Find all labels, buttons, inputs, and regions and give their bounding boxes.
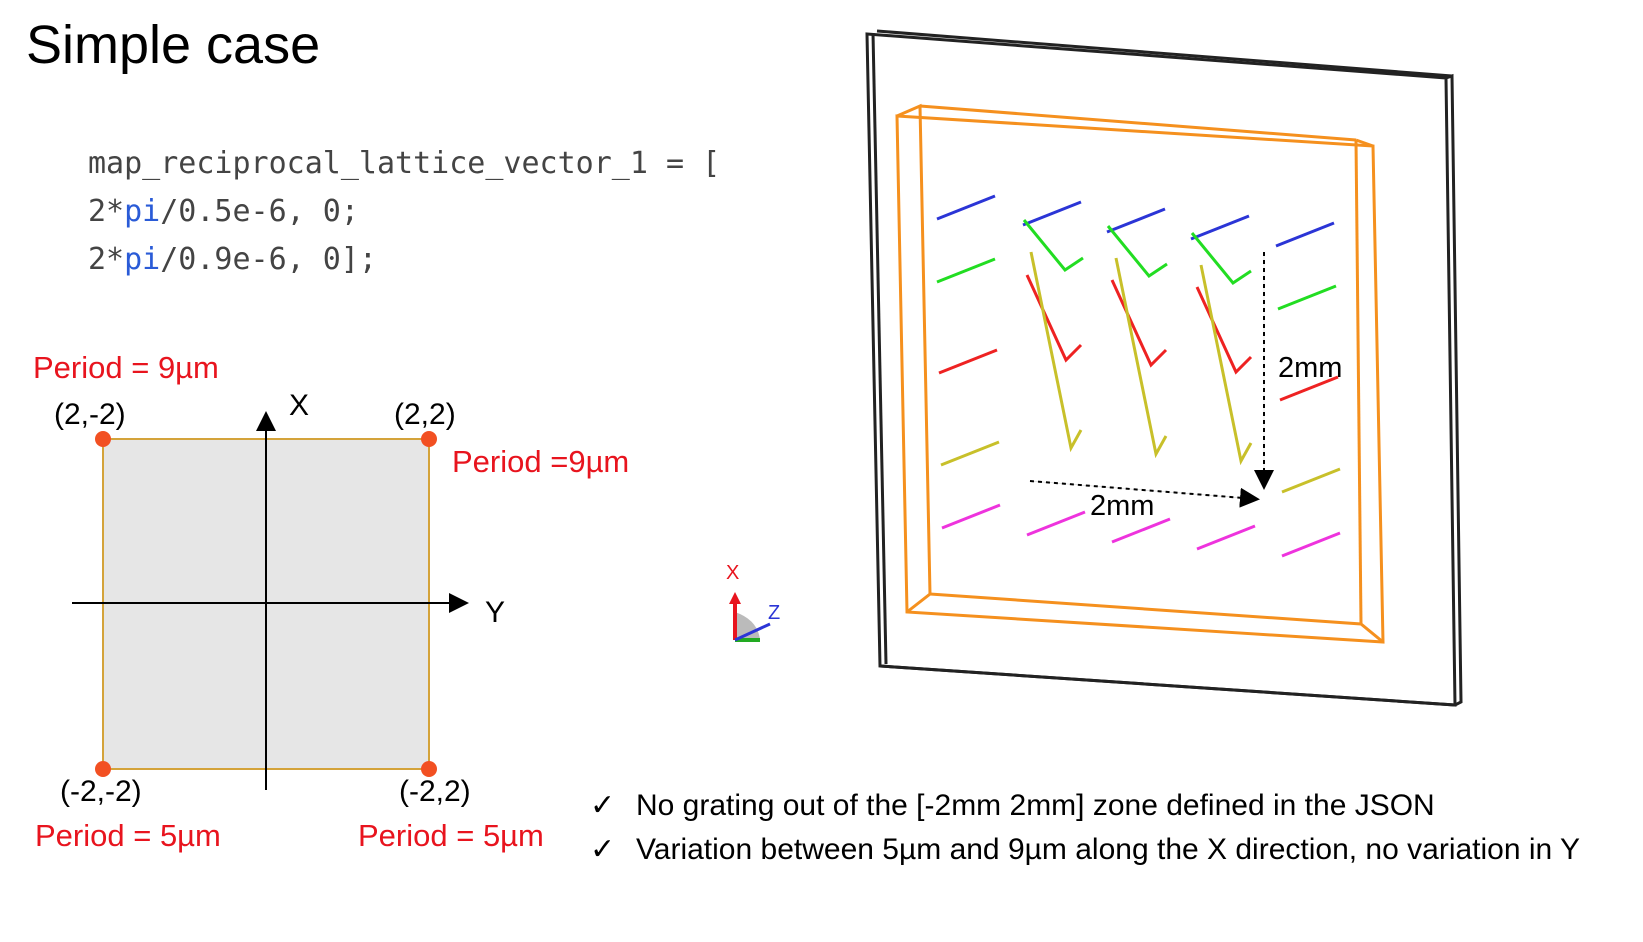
- bullet-text-1: No grating out of the [-2mm 2mm] zone de…: [636, 789, 1435, 822]
- corner-label-bottom-right: (-2,2): [399, 775, 471, 808]
- check-icon: ✓: [590, 833, 616, 866]
- bullet-item-2: ✓ Variation between 5µm and 9µm along th…: [590, 828, 1640, 872]
- bullet-text-2: Variation between 5µm and 9µm along the …: [636, 833, 1581, 866]
- period-top-right: Period =9µm: [452, 444, 630, 479]
- vertical-dimension-label: 2mm: [1278, 352, 1343, 384]
- triad-x-label: X: [726, 562, 740, 584]
- period-top-left: Period = 9µm: [33, 350, 219, 385]
- corner-dot-top-right: [421, 431, 437, 447]
- conclusion-list: ✓ No grating out of the [-2mm 2mm] zone …: [590, 784, 1640, 872]
- period-bottom-right: Period = 5µm: [358, 818, 544, 853]
- bullet-item-1: ✓ No grating out of the [-2mm 2mm] zone …: [590, 784, 1640, 828]
- code-line-1: map_reciprocal_lattice_vector_1 = [: [88, 146, 721, 181]
- y-axis-label: Y: [485, 596, 506, 629]
- triad-z-label: Z: [768, 602, 781, 624]
- slide-title: Simple case: [26, 15, 321, 75]
- corner-label-bottom-left: (-2,-2): [60, 775, 142, 808]
- code-line-2: 2*pi/0.5e-6, 0;: [88, 194, 359, 229]
- corner-dot-top-left: [95, 431, 111, 447]
- corner-dot-bottom-right: [421, 761, 437, 777]
- corner-label-top-left: (2,-2): [54, 398, 126, 431]
- period-bottom-left: Period = 5µm: [35, 818, 221, 853]
- corner-dot-bottom-left: [95, 761, 111, 777]
- corner-label-top-right: (2,2): [394, 398, 456, 431]
- check-icon: ✓: [590, 789, 616, 822]
- code-line-3: 2*pi/0.9e-6, 0];: [88, 242, 377, 277]
- x-axis-label: X: [289, 389, 310, 422]
- horizontal-dimension-label: 2mm: [1090, 490, 1155, 522]
